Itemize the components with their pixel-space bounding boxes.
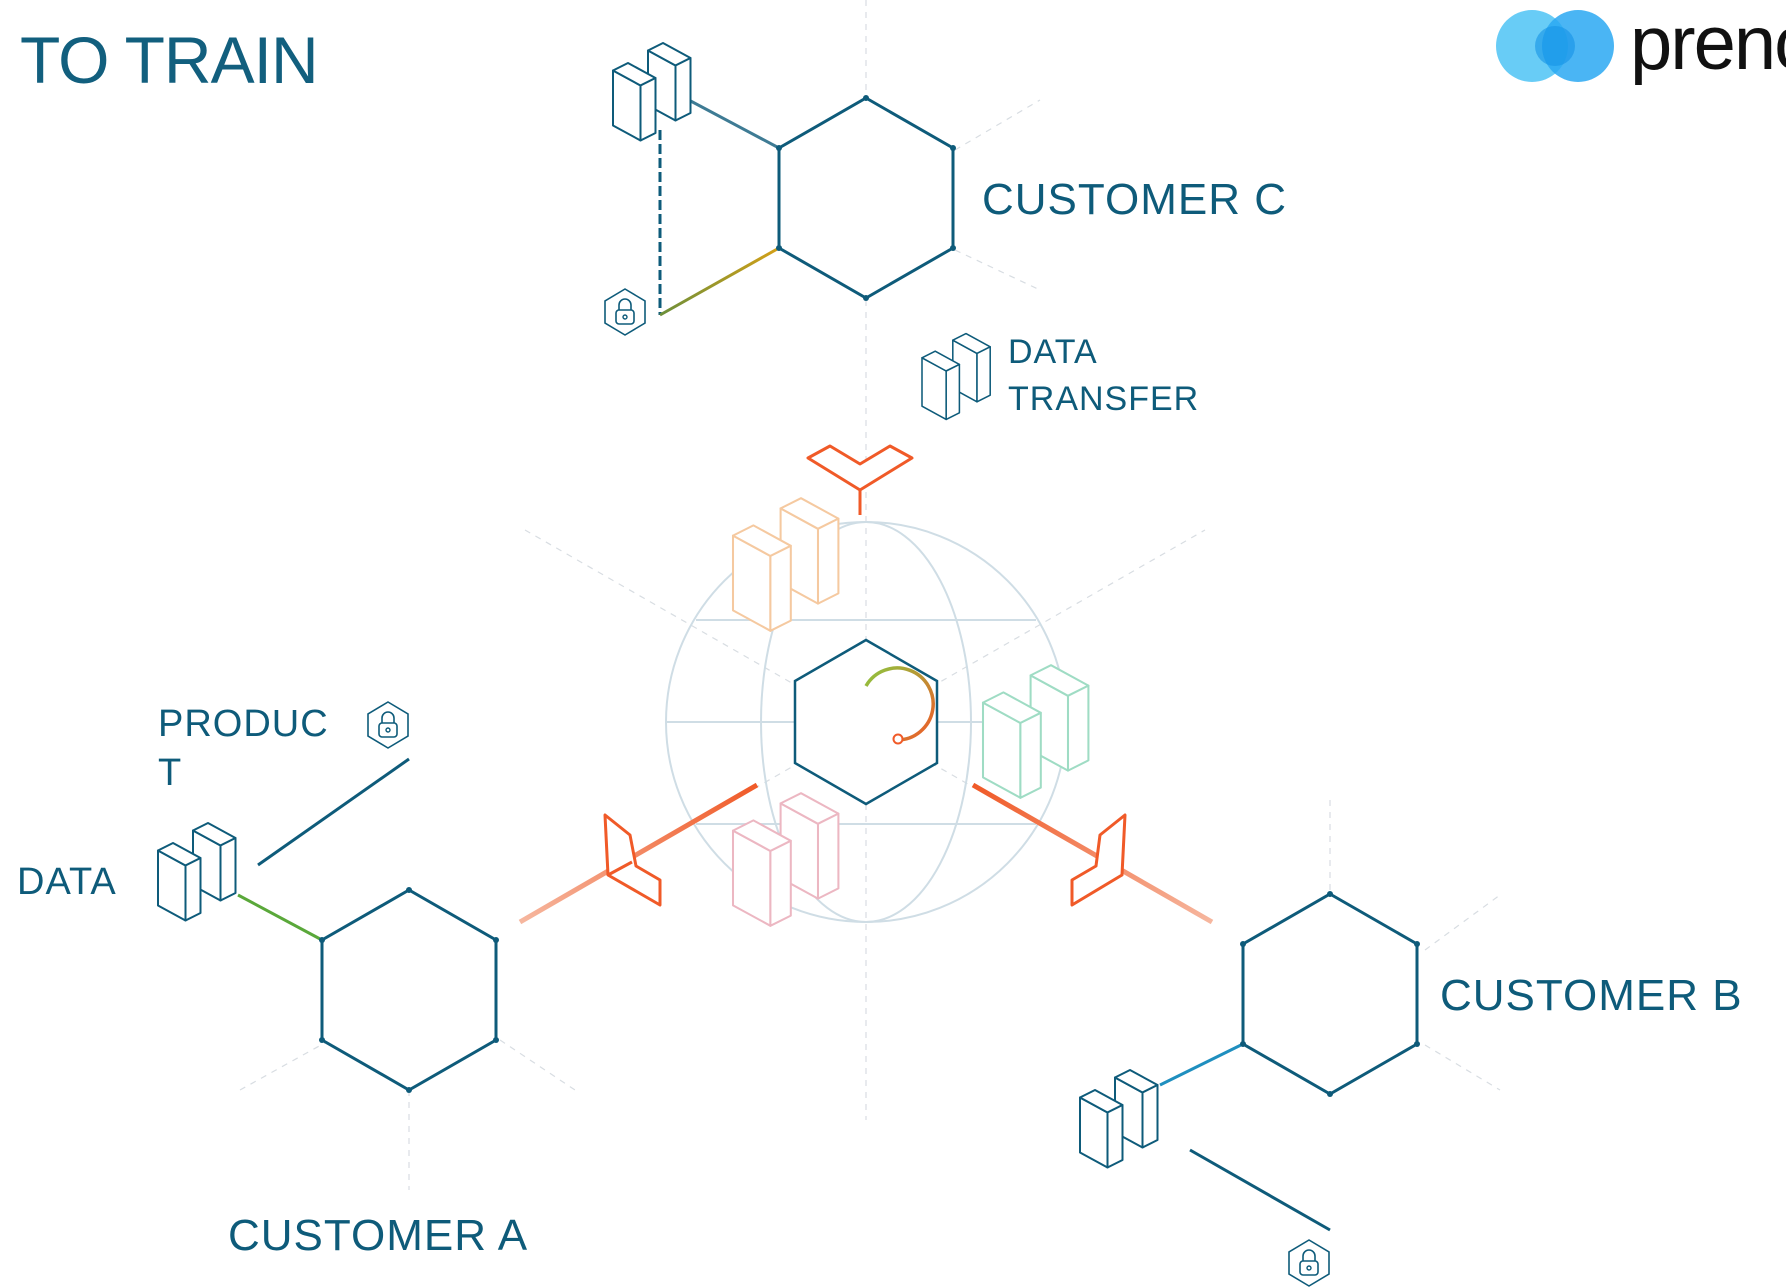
product-label-line2: T [158, 752, 183, 794]
lock-icon-b [1288, 1239, 1330, 1287]
funnel-icon-a [603, 813, 662, 907]
database-icon-teal [981, 664, 1090, 799]
funnel-icon-b [1070, 813, 1127, 907]
data-transfer-label-line2: TRANSFER [1008, 380, 1200, 418]
lock-icon-c [604, 288, 646, 336]
logo-text: prenc [1630, 1, 1786, 86]
customer-b-label: CUSTOMER B [1440, 971, 1743, 1020]
page-title: TO TRAIN [20, 23, 319, 97]
database-icon-transfer [921, 332, 991, 421]
progress-ring-icon [864, 666, 935, 745]
transfer-line-b [971, 782, 1214, 925]
transfer-line-a [518, 782, 759, 925]
customer-b-node [1159, 891, 1420, 1232]
data-label: DATA [17, 861, 117, 903]
central-hexagon [793, 638, 939, 806]
logo-mark [1496, 10, 1614, 82]
database-icon-c [612, 42, 692, 142]
customer-c-node [658, 95, 956, 317]
database-icon-b [1079, 1069, 1159, 1169]
product-label-line1: PRODUC [158, 703, 329, 745]
database-icon-pink [731, 792, 840, 927]
customer-c-label: CUSTOMER C [982, 175, 1287, 224]
customer-a-node [237, 757, 499, 1093]
lock-icon-a [367, 701, 409, 749]
database-icon-orange [731, 497, 840, 632]
database-icon-a [157, 822, 237, 922]
customer-a-label: CUSTOMER A [228, 1211, 529, 1260]
data-transfer-label-line1: DATA [1008, 333, 1098, 371]
funnel-icon-c [806, 444, 914, 515]
